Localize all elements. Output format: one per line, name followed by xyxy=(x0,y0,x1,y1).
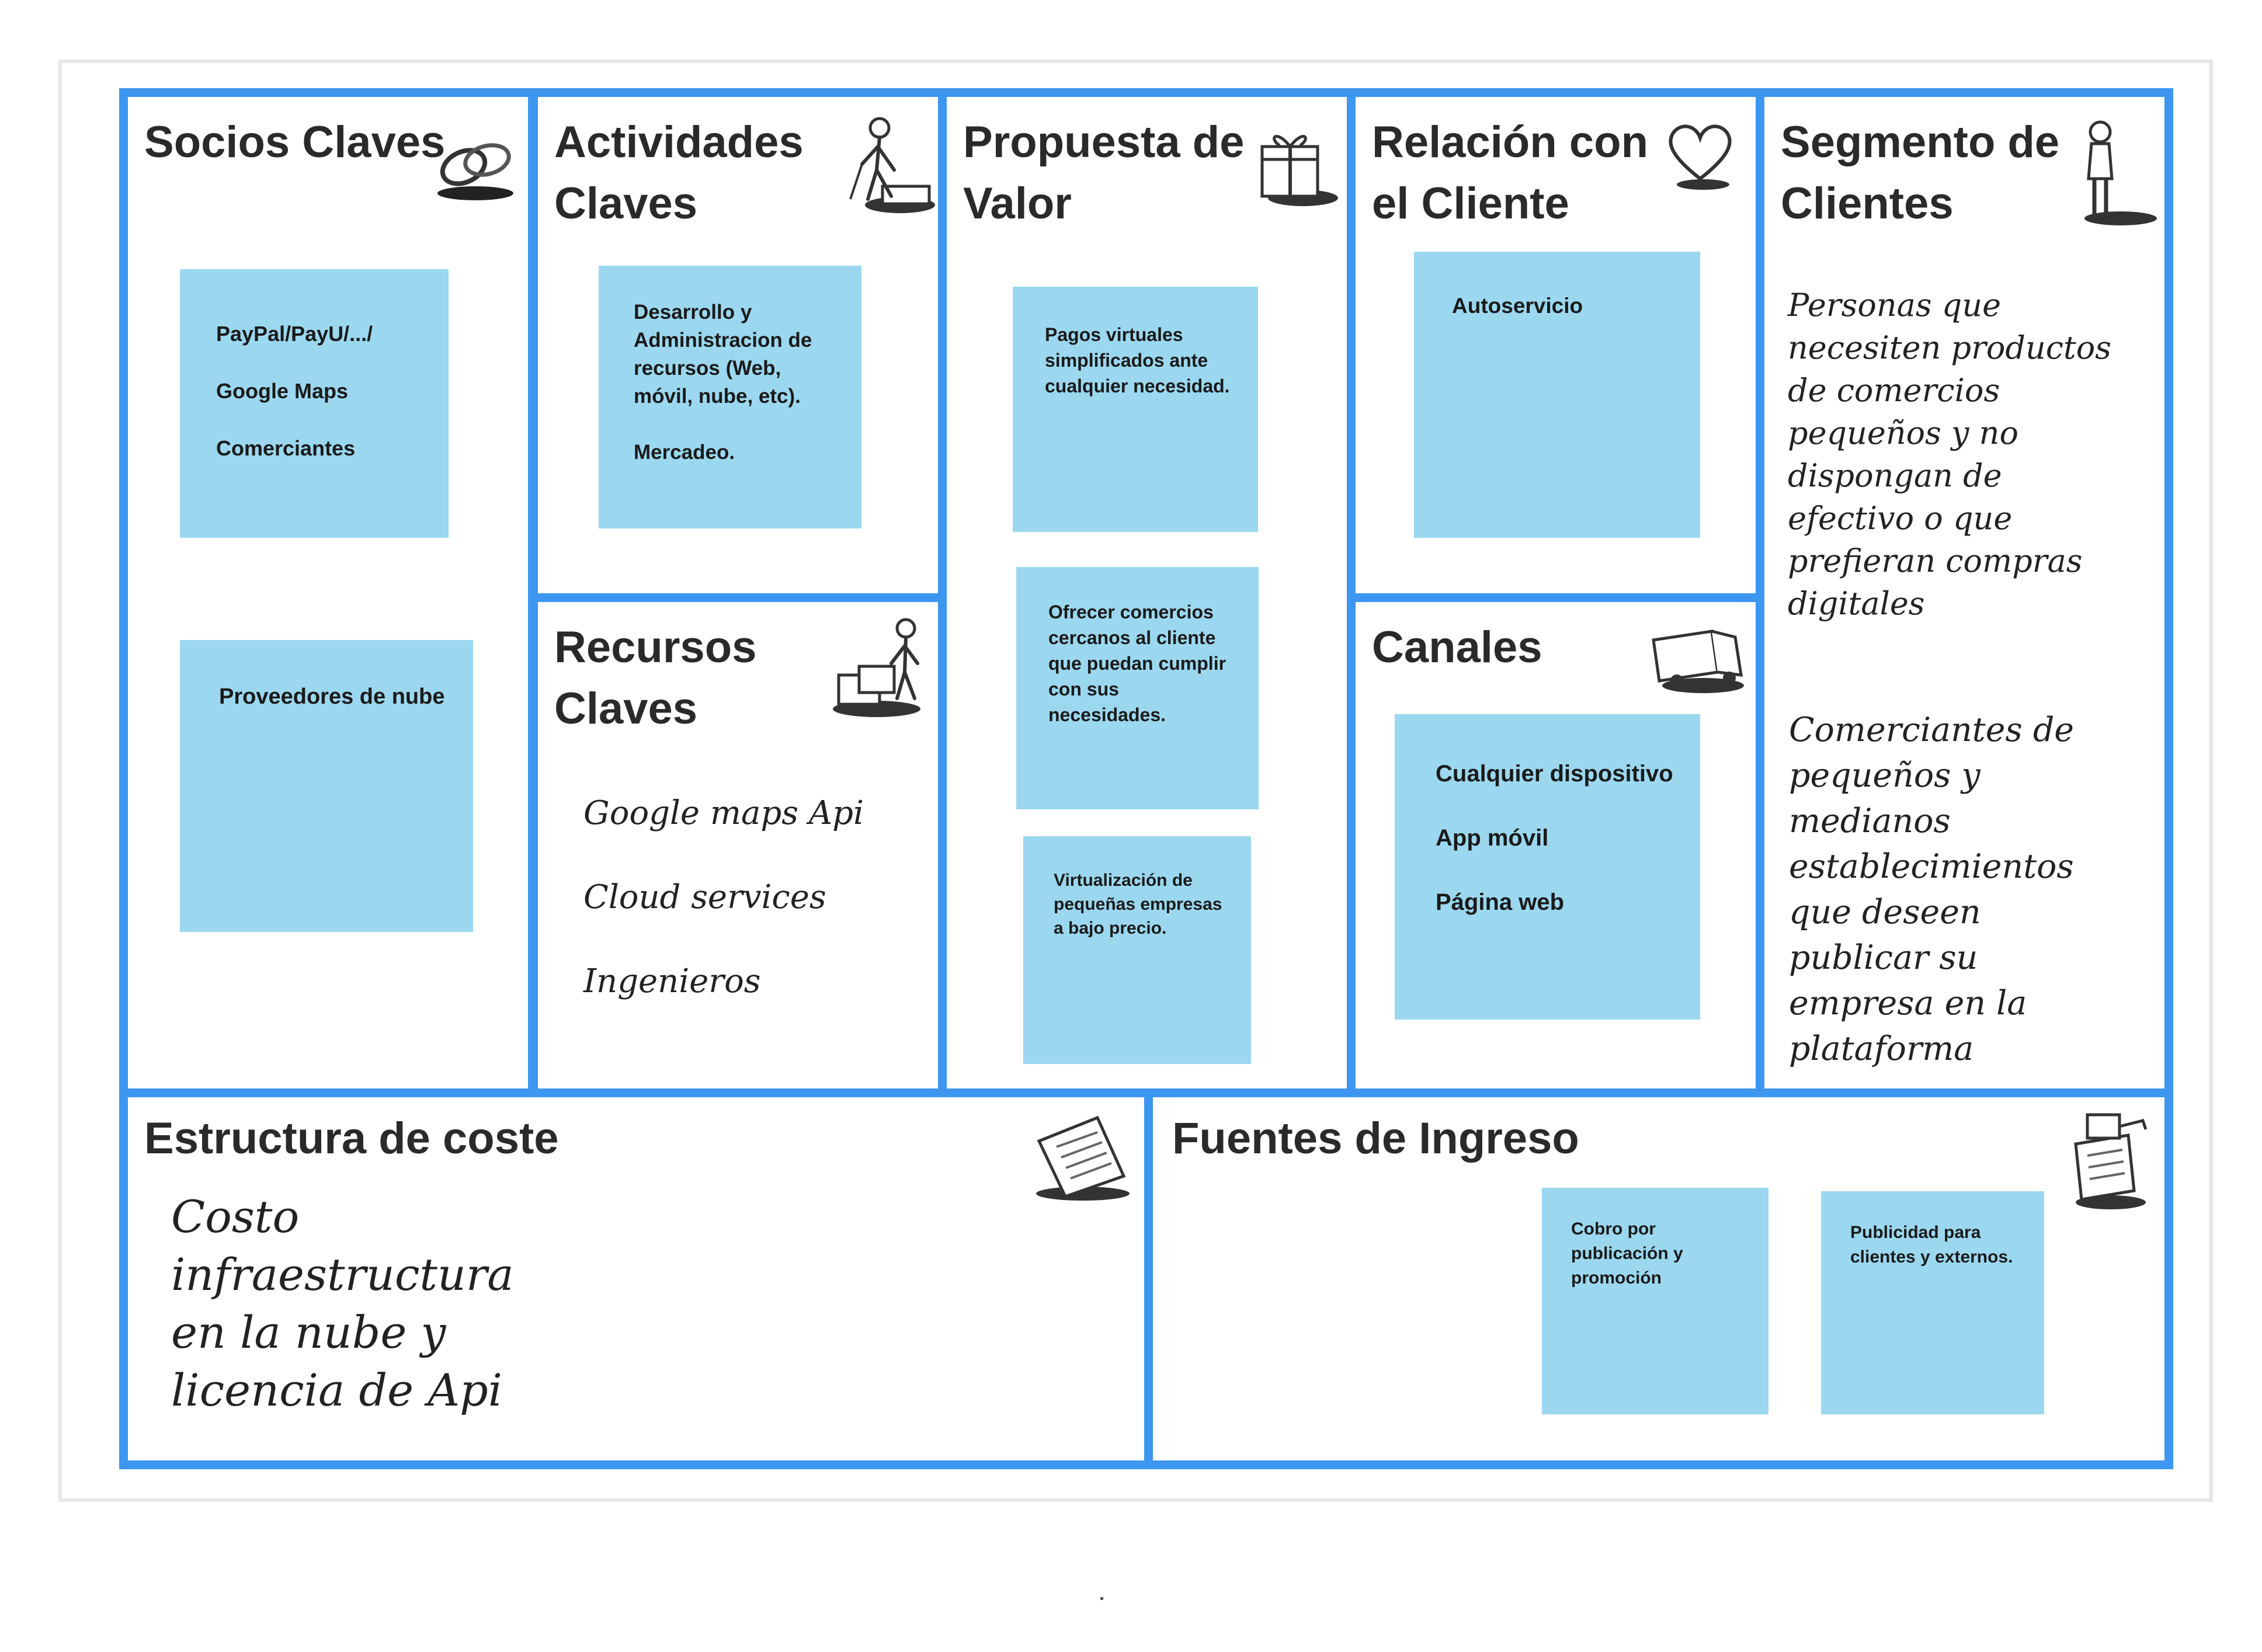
heart-icon xyxy=(1669,124,1732,190)
segment-text-1: Personas que necesiten productos de come… xyxy=(1788,287,2111,622)
cell-title: Propuesta de Valor xyxy=(963,117,1245,228)
cell-title: Estructura de coste xyxy=(144,1114,559,1163)
sticky-note: Ofrecer comercios cercanos al cliente qu… xyxy=(1016,567,1259,809)
sticky-note: Cobro por publicación y promoción xyxy=(1542,1188,1768,1414)
person-icon xyxy=(2084,120,2157,225)
cell-title: Recursos Claves xyxy=(554,622,757,733)
sticky-note: Proveedores de nube xyxy=(180,640,473,932)
cell-customer-relationship: Relación con el Cliente Autoservicio xyxy=(1347,88,1764,602)
gift-icon xyxy=(1260,135,1338,206)
sticky-note: Virtualización de pequeñas empresas a ba… xyxy=(1023,836,1251,1064)
page-dot xyxy=(1100,1597,1103,1600)
invoice-icon xyxy=(1036,1115,1130,1201)
cash-register-icon xyxy=(2074,1113,2148,1209)
worker-with-boxes-icon xyxy=(833,618,920,717)
cell-revenue-streams: Fuentes de Ingreso Cobro por publicación… xyxy=(1144,1088,2173,1469)
resource-list: Google maps Api Cloud services Ingeniero… xyxy=(583,794,864,1000)
cell-title: Segmento de Clientes xyxy=(1781,117,2060,228)
sticky-note: Publicidad para clientes y externos. xyxy=(1821,1191,2044,1414)
sticky-note: Desarrollo y Administracion de recursos … xyxy=(599,266,861,528)
sticky-note: PayPal/PayU/.../ Google Maps Comerciante… xyxy=(180,269,449,538)
cell-key-activities: Actividades Claves Desarrollo y Administ… xyxy=(529,88,947,602)
cell-title: Socios Claves xyxy=(144,117,446,167)
sticky-note: Autoservicio xyxy=(1414,252,1700,538)
cell-key-partners: Socios Claves PayPal/PayU/.../ Google Ma… xyxy=(119,88,537,1097)
cell-title: Fuentes de Ingreso xyxy=(1172,1114,1579,1163)
cell-title: Canales xyxy=(1372,622,1542,672)
worker-icon xyxy=(849,117,935,213)
cell-key-resources: Recursos Claves Google maps Api Cloud se… xyxy=(529,593,947,1097)
cell-title: Actividades Claves xyxy=(554,117,804,228)
cell-title: Relación con el Cliente xyxy=(1372,117,1648,228)
cell-customer-segments: Segmento de Clientes Personas que necesi… xyxy=(1756,88,2173,1104)
truck-icon xyxy=(1652,630,1744,693)
sticky-note: Cualquier dispositivo App móvil Página w… xyxy=(1395,714,1700,1020)
cell-value-proposition: Propuesta de Valor Pagos virtuales simpl… xyxy=(938,88,1356,1097)
cost-text: Costo infraestructura en la nube y licen… xyxy=(171,1191,514,1416)
segment-text-2: Comerciantes de pequeños y medianos esta… xyxy=(1789,711,2075,1068)
cell-channels: Canales Cualquier dispositivo App móvil … xyxy=(1347,593,1764,1097)
cell-cost-structure: Estructura de coste Costo infraestructur… xyxy=(119,1088,1153,1469)
chain-links-icon xyxy=(437,143,513,200)
sticky-note: Pagos virtuales simplificados ante cualq… xyxy=(1013,287,1258,532)
